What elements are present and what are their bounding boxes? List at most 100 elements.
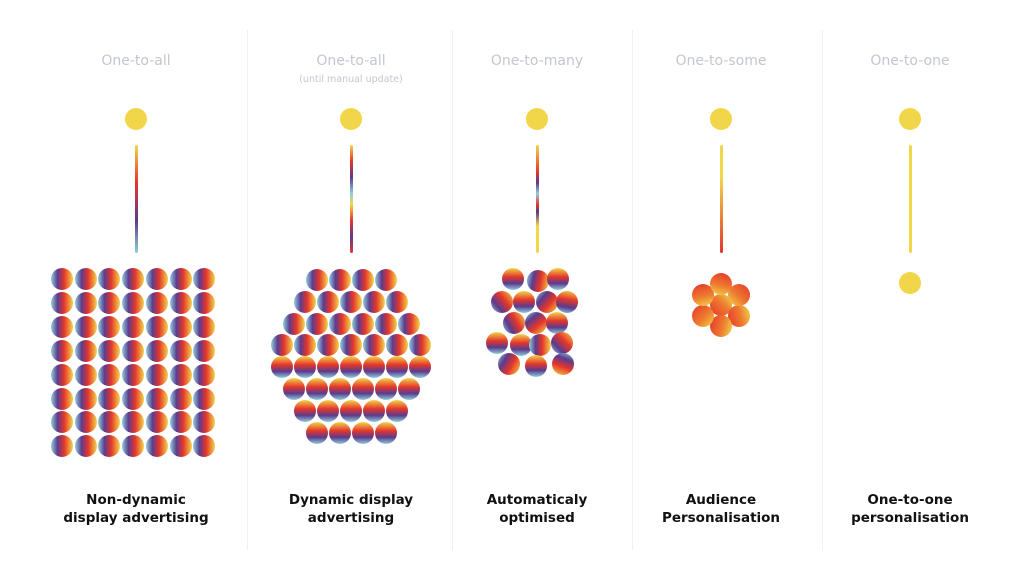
audience-circle bbox=[294, 356, 316, 379]
audience-circle bbox=[122, 411, 145, 434]
audience-circle bbox=[193, 435, 216, 458]
audience-circle bbox=[527, 270, 549, 292]
audience-circle bbox=[169, 387, 192, 410]
audience-circle bbox=[351, 378, 374, 400]
audience-circle bbox=[282, 378, 305, 400]
audience-circle bbox=[502, 268, 524, 290]
label-line: Non-dynamic bbox=[86, 492, 186, 508]
column-dynamic: One-to-all (until manual update) Dynamic… bbox=[251, 0, 451, 582]
label-line: display advertising bbox=[63, 510, 209, 526]
audience-circle bbox=[271, 334, 293, 357]
segment-circle bbox=[691, 304, 714, 327]
source-dot bbox=[125, 108, 147, 130]
column-header: One-to-many bbox=[490, 53, 584, 69]
audience-circle bbox=[169, 315, 192, 338]
audience-circle bbox=[547, 268, 569, 290]
audience-circle bbox=[374, 269, 397, 291]
audience-circle bbox=[317, 356, 339, 379]
audience-circle bbox=[122, 291, 145, 314]
audience-circle bbox=[51, 435, 73, 458]
audience-circle bbox=[340, 334, 362, 357]
audience-circle bbox=[552, 353, 574, 375]
audience-circle bbox=[145, 339, 168, 362]
audience-circle bbox=[145, 268, 168, 290]
divider bbox=[632, 30, 633, 550]
audience-circle bbox=[317, 290, 339, 313]
audience-circle bbox=[74, 339, 97, 362]
audience-circle bbox=[374, 312, 397, 335]
audience-circle bbox=[363, 334, 385, 357]
audience-circle bbox=[169, 339, 192, 362]
audience-circle bbox=[282, 312, 305, 335]
audience-circle bbox=[74, 363, 97, 386]
audience-circle bbox=[305, 378, 328, 400]
audience-circle bbox=[74, 291, 97, 314]
audience-circle bbox=[74, 411, 97, 434]
audience-circle bbox=[328, 269, 351, 291]
audience-circle bbox=[169, 435, 192, 458]
audience-circle bbox=[340, 399, 362, 422]
audience-circle bbox=[193, 363, 216, 386]
audience-circle bbox=[294, 334, 316, 357]
label-line: Automaticaly bbox=[486, 492, 588, 508]
audience-circle bbox=[122, 387, 145, 410]
audience-circle bbox=[386, 334, 408, 357]
audience-circle bbox=[363, 356, 385, 379]
audience-circle bbox=[169, 291, 192, 314]
divider bbox=[822, 30, 823, 550]
divider bbox=[247, 30, 248, 550]
audience-circle bbox=[74, 435, 97, 458]
audience-circle bbox=[193, 387, 216, 410]
audience-circle bbox=[328, 378, 351, 400]
label-line: Dynamic display bbox=[288, 492, 414, 508]
column-header: One-to-all bbox=[316, 53, 386, 69]
audience-circle bbox=[51, 387, 73, 410]
segment-circle bbox=[728, 304, 751, 327]
audience-circle bbox=[122, 268, 145, 290]
target-dot bbox=[899, 272, 921, 294]
source-dot bbox=[526, 108, 548, 130]
audience-circle bbox=[386, 290, 408, 313]
audience-circle bbox=[351, 269, 374, 291]
audience-circle bbox=[122, 363, 145, 386]
audience-circle bbox=[317, 334, 339, 357]
audience-circle bbox=[294, 290, 316, 313]
segment-circle bbox=[728, 283, 751, 306]
audience-circle bbox=[386, 356, 408, 379]
audience-circle bbox=[551, 332, 573, 354]
audience-circle bbox=[374, 421, 397, 444]
audience-circle bbox=[340, 290, 362, 313]
audience-circle bbox=[328, 312, 351, 335]
audience-circle bbox=[51, 291, 73, 314]
audience-circle bbox=[145, 411, 168, 434]
audience-circle bbox=[169, 411, 192, 434]
audience-circle bbox=[536, 291, 558, 313]
audience-circle bbox=[513, 291, 535, 313]
column-subheader: (until manual update) bbox=[299, 74, 403, 85]
audience-circle bbox=[98, 268, 121, 290]
audience-circle bbox=[556, 291, 578, 313]
audience-circle bbox=[503, 312, 525, 334]
segment-circle bbox=[710, 315, 732, 337]
gradient-line bbox=[720, 145, 723, 253]
audience-circle bbox=[305, 312, 328, 335]
audience-circle bbox=[351, 421, 374, 444]
audience-circle bbox=[193, 339, 216, 362]
label-line: personalisation bbox=[851, 510, 969, 526]
audience-circle bbox=[51, 315, 73, 338]
audience-circle bbox=[386, 399, 408, 422]
audience-circle bbox=[397, 378, 420, 400]
audience-circle bbox=[351, 312, 374, 335]
audience-circle bbox=[271, 356, 293, 379]
audience-circle bbox=[193, 291, 216, 314]
audience-circle bbox=[363, 399, 385, 422]
label-line: Audience bbox=[685, 492, 757, 508]
audience-circle bbox=[328, 421, 351, 444]
audience-circle bbox=[546, 312, 568, 334]
audience-circle bbox=[98, 411, 121, 434]
